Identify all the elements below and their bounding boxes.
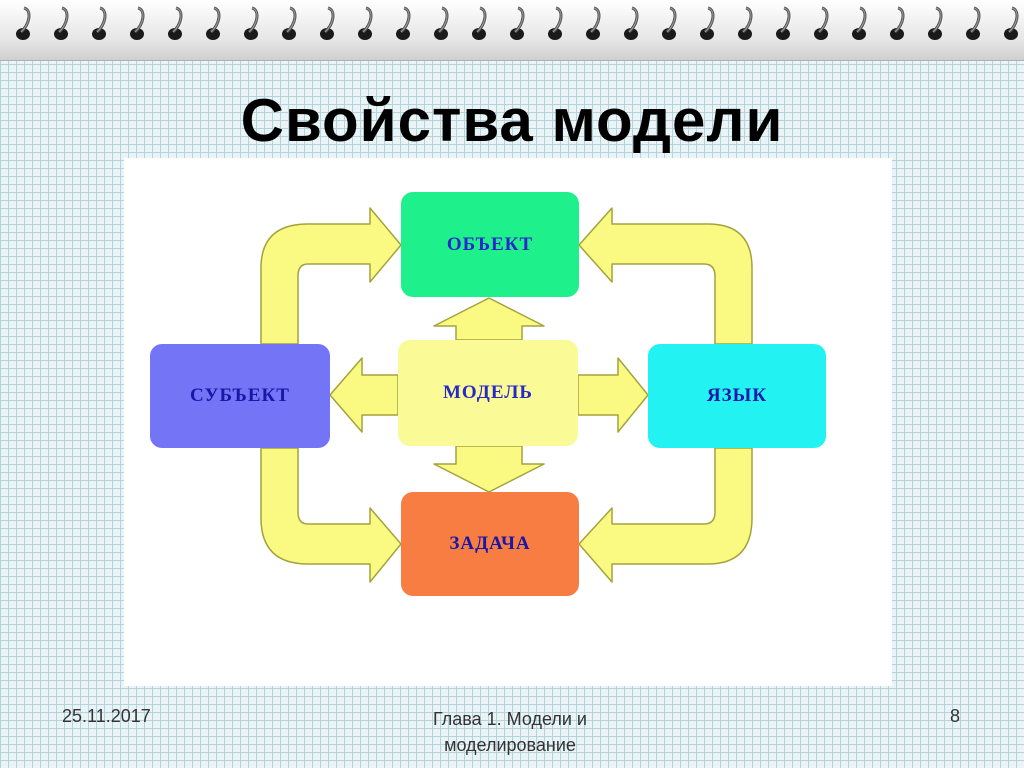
binding-ring xyxy=(88,2,110,50)
binding-ring xyxy=(582,2,604,50)
node-object: ОБЪЕКТ xyxy=(401,192,579,297)
binding-ring xyxy=(1000,2,1022,50)
binding-ring xyxy=(772,2,794,50)
binding-ring xyxy=(240,2,262,50)
node-model-label: МОДЕЛЬ xyxy=(443,382,533,403)
diagram-arrows xyxy=(260,207,753,583)
node-language-label: ЯЗЫК xyxy=(706,385,768,406)
binding-ring xyxy=(468,2,490,50)
arrow-subject-object xyxy=(260,207,402,345)
binding-ring xyxy=(278,2,300,50)
binding-ring xyxy=(734,2,756,50)
binding-ring xyxy=(544,2,566,50)
binding-ring xyxy=(126,2,148,50)
binding-ring xyxy=(620,2,642,50)
node-task: ЗАДАЧА xyxy=(401,492,579,596)
binding-ring xyxy=(202,2,224,50)
footer-chapter: Глава 1. Модели и моделирование xyxy=(433,709,587,755)
binding-ring xyxy=(354,2,376,50)
node-language: ЯЗЫК xyxy=(648,344,826,448)
node-model: МОДЕЛЬ xyxy=(398,340,578,446)
node-object-label: ОБЪЕКТ xyxy=(446,233,534,255)
binding-ring xyxy=(810,2,832,50)
arrow-model-subject xyxy=(329,357,399,433)
binding-ring xyxy=(164,2,186,50)
arrow-subject-task xyxy=(260,447,402,583)
node-subject-label: СУБЪЕКТ xyxy=(190,385,290,406)
notebook-binding xyxy=(0,0,1024,61)
node-subject: СУБЪЕКТ xyxy=(150,344,330,448)
binding-ring xyxy=(924,2,946,50)
binding-ring xyxy=(430,2,452,50)
binding-ring xyxy=(506,2,528,50)
arrow-model-task xyxy=(433,445,545,493)
binding-ring xyxy=(50,2,72,50)
binding-ring xyxy=(12,2,34,50)
model-properties-diagram: ОБЪЕКТ СУБЪЕКТ МОДЕЛЬ ЯЗЫК ЗАДАЧА xyxy=(124,158,892,686)
binding-ring xyxy=(392,2,414,50)
arrow-object-language xyxy=(578,207,753,345)
footer-page-number: 8 xyxy=(950,706,961,726)
node-task-label: ЗАДАЧА xyxy=(449,533,531,554)
binding-ring xyxy=(848,2,870,50)
binding-ring xyxy=(962,2,984,50)
binding-ring xyxy=(886,2,908,50)
binding-ring xyxy=(658,2,680,50)
arrow-model-object xyxy=(433,297,545,341)
footer-date: 25.11.2017 xyxy=(62,706,151,726)
arrow-language-task xyxy=(578,447,753,583)
slide-title: Свойства модели xyxy=(240,87,784,154)
binding-ring xyxy=(316,2,338,50)
arrow-model-language xyxy=(577,357,649,433)
binding-ring xyxy=(696,2,718,50)
